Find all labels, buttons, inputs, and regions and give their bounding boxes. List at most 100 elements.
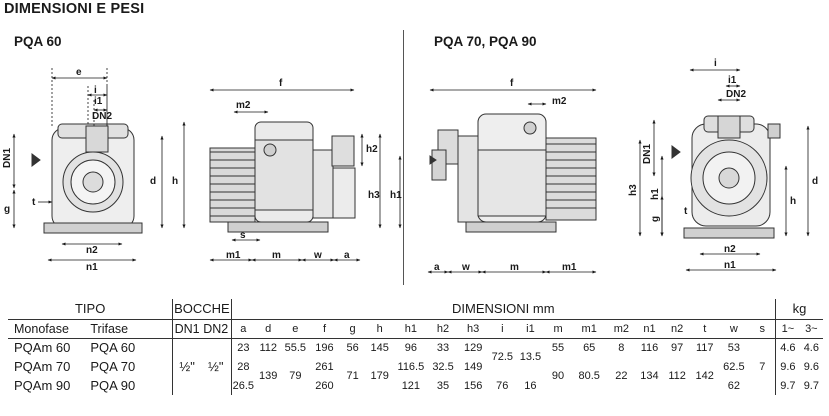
dn1-value: ½" xyxy=(172,338,201,395)
label-m2: m2 xyxy=(236,100,251,111)
label-t: t xyxy=(32,197,36,208)
header-e: e xyxy=(281,319,310,339)
label-h2: h2 xyxy=(366,144,378,155)
pump-front-view-pqa70 xyxy=(671,115,781,239)
label-n1-right: n1 xyxy=(724,260,736,271)
label-dn1: DN1 xyxy=(2,148,13,168)
cell-n1: 134 xyxy=(640,370,659,382)
cell-kg-mono: 9.7 xyxy=(775,376,800,395)
label-h3-right: h3 xyxy=(628,184,639,196)
page-heading: DIMENSIONI E PESI xyxy=(4,1,145,17)
header-bocche: BOCCHE xyxy=(172,299,232,320)
header-f: f xyxy=(309,319,340,339)
cell-kg-tri: 9.7 xyxy=(803,379,819,392)
cell-g: 56 xyxy=(346,341,359,354)
model-tri: PQA 60 xyxy=(90,340,136,356)
header-h3: h3 xyxy=(458,319,489,339)
label-dn2: DN2 xyxy=(92,111,112,122)
label-a: a xyxy=(344,250,350,261)
header-s: s xyxy=(749,319,776,339)
label-i1: i1 xyxy=(94,96,103,107)
label-f-right: f xyxy=(510,78,514,89)
cell-a: 23 xyxy=(230,338,256,357)
header-kg-mono: 1~ xyxy=(775,319,800,339)
cell-h1: 121 xyxy=(401,379,421,392)
cell-a: 28 xyxy=(230,357,256,376)
header-monofase: Monofase xyxy=(8,319,85,339)
cell-d: 112 xyxy=(259,341,277,354)
drawing-separator xyxy=(403,30,404,285)
header-t: t xyxy=(691,319,719,339)
header-g: g xyxy=(339,319,366,339)
model-tri: PQA 90 xyxy=(90,378,136,393)
cell-h3: 129 xyxy=(463,341,483,354)
cell-w: 62.5 xyxy=(723,360,745,373)
label-n1: n1 xyxy=(86,262,98,273)
cell-f: 261 xyxy=(315,360,334,373)
label-w: w xyxy=(313,250,322,261)
dimension-lines xyxy=(12,68,810,274)
cell-h3: 156 xyxy=(463,379,483,392)
table-column-header-row: Monofase Trifase DN1 DN2 a d e f g h h1 … xyxy=(8,319,823,339)
cell-n1: 116 xyxy=(640,341,659,354)
drawing-title-pqa60: PQA 60 xyxy=(14,34,62,49)
label-m2-right: m2 xyxy=(552,96,567,107)
cell-i1: 16 xyxy=(524,379,537,392)
label-h: h xyxy=(172,176,178,187)
cell-m: 90 xyxy=(551,370,565,382)
header-m1: m1 xyxy=(571,319,607,339)
drawing-title-pqa70-90: PQA 70, PQA 90 xyxy=(434,34,537,49)
cell-h1: 96 xyxy=(404,341,417,354)
dimensions-weights-table: TIPO BOCCHE DIMENSIONI mm kg Monofase Tr… xyxy=(8,299,823,395)
label-i-right: i xyxy=(714,58,717,69)
cell-h1: 116.5 xyxy=(397,360,425,373)
header-n1: n1 xyxy=(635,319,664,339)
cell-n2: 97 xyxy=(670,341,684,354)
dn2-value: ½" xyxy=(207,359,224,375)
model-tri: PQA 70 xyxy=(90,359,136,374)
cell-s: 7 xyxy=(759,360,766,373)
label-a-right: a xyxy=(434,262,440,273)
cell-kg-tri: 9.6 xyxy=(803,360,819,373)
label-m: m xyxy=(272,250,281,261)
pump-side-view-pqa60 xyxy=(209,121,356,233)
pump-side-view-pqa70 xyxy=(429,113,597,233)
cell-i: 72.5 xyxy=(491,351,513,364)
cell-w: 62 xyxy=(727,379,740,392)
label-w-right: w xyxy=(461,262,470,273)
cell-kg-mono: 9.6 xyxy=(775,357,800,376)
header-w: w xyxy=(718,319,750,339)
drawing-canvas: e i i1 DN2 DN1 g t n2 n1 f m2 h d h2 h3 … xyxy=(2,58,818,274)
label-h1-right: h1 xyxy=(650,188,661,200)
label-e: e xyxy=(76,67,82,78)
label-d-right: d xyxy=(812,176,818,187)
cell-h: 145 xyxy=(370,341,389,354)
cell-t: 142 xyxy=(695,370,714,382)
cell-m2: 22 xyxy=(615,370,628,382)
header-m2: m2 xyxy=(606,319,636,339)
header-kg-tri: 3~ xyxy=(799,319,823,339)
label-g-right: g xyxy=(650,216,661,222)
header-i1: i1 xyxy=(516,319,545,339)
cell-m2: 8 xyxy=(618,341,625,354)
label-f: f xyxy=(279,78,283,89)
cell-e: 55.5 xyxy=(284,341,307,354)
table-row: PQAm 70 PQA 70 28 139 79 261 71 179 116.… xyxy=(8,357,823,382)
label-i: i xyxy=(94,85,97,96)
pump-front-view-pqa60 xyxy=(31,123,143,234)
model-mono: PQAm 60 xyxy=(14,340,71,356)
cell-g: 71 xyxy=(346,370,359,382)
table-row: PQAm 90 PQA 90 26.5 260 121 35 156 76 16… xyxy=(8,376,823,395)
label-m1-right: m1 xyxy=(562,262,577,273)
cell-i: 76 xyxy=(496,379,509,392)
table-row: PQAm 60 PQA 60 ½" ½" 23 112 55.5 196 56 … xyxy=(8,338,823,395)
cell-h: 179 xyxy=(370,370,389,382)
header-dimensioni: DIMENSIONI mm xyxy=(230,299,776,320)
label-dn1-right: DN1 xyxy=(642,144,653,164)
label-t-right: t xyxy=(684,206,688,217)
model-mono: PQAm 70 xyxy=(14,359,71,374)
header-m: m xyxy=(544,319,572,339)
label-m-right: m xyxy=(510,262,519,273)
cell-m1: 65 xyxy=(583,341,596,354)
header-h2: h2 xyxy=(427,319,459,339)
